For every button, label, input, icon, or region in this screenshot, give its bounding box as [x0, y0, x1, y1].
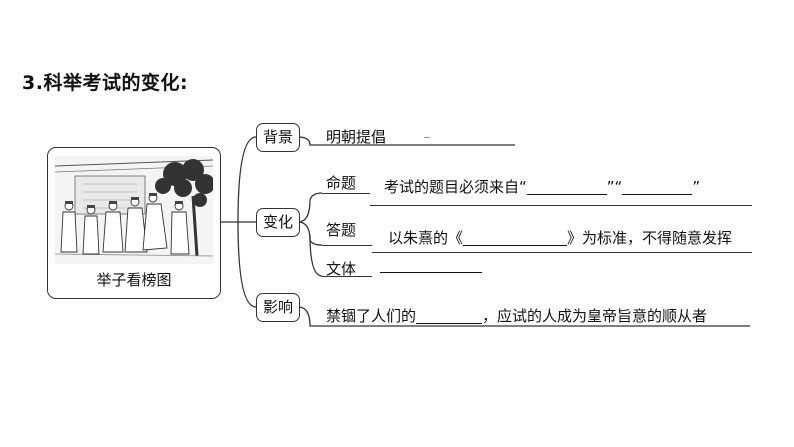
influence-text: 禁锢了人们的，应试的人成为皇帝旨意的顺从者 [326, 307, 708, 325]
blank-line [416, 307, 483, 324]
sub-node-question: 命题 [326, 174, 357, 192]
sub-node-answer: 答题 [326, 221, 357, 239]
node-change: 变化 [256, 208, 300, 237]
background-blank-mark [424, 137, 430, 138]
answer-rule [372, 252, 752, 253]
question-rule [370, 205, 752, 206]
background-text: 明朝提倡 [326, 128, 387, 146]
image-caption: 举子看榜图 [96, 271, 172, 289]
sub-node-style: 文体 [326, 260, 357, 278]
page-title: 3.科举考试的变化: [22, 72, 189, 94]
blank-line [463, 229, 568, 246]
sub-node-style-rule [322, 276, 372, 277]
blank-line [526, 178, 607, 195]
sub-node-question-rule [322, 193, 370, 194]
node-background: 背景 [256, 123, 300, 152]
image-card: 举子看榜图 [47, 147, 221, 299]
answer-text: 以朱熹的《》为标准，不得随意发挥 [388, 229, 733, 247]
node-influence: 影响 [256, 293, 300, 322]
question-text: 考试的题目必须来自“”“” [384, 178, 701, 196]
blank-line [622, 178, 693, 195]
style-blank-line [380, 272, 482, 273]
sub-node-answer-rule [322, 245, 372, 246]
exam-results-illustration [55, 156, 213, 264]
